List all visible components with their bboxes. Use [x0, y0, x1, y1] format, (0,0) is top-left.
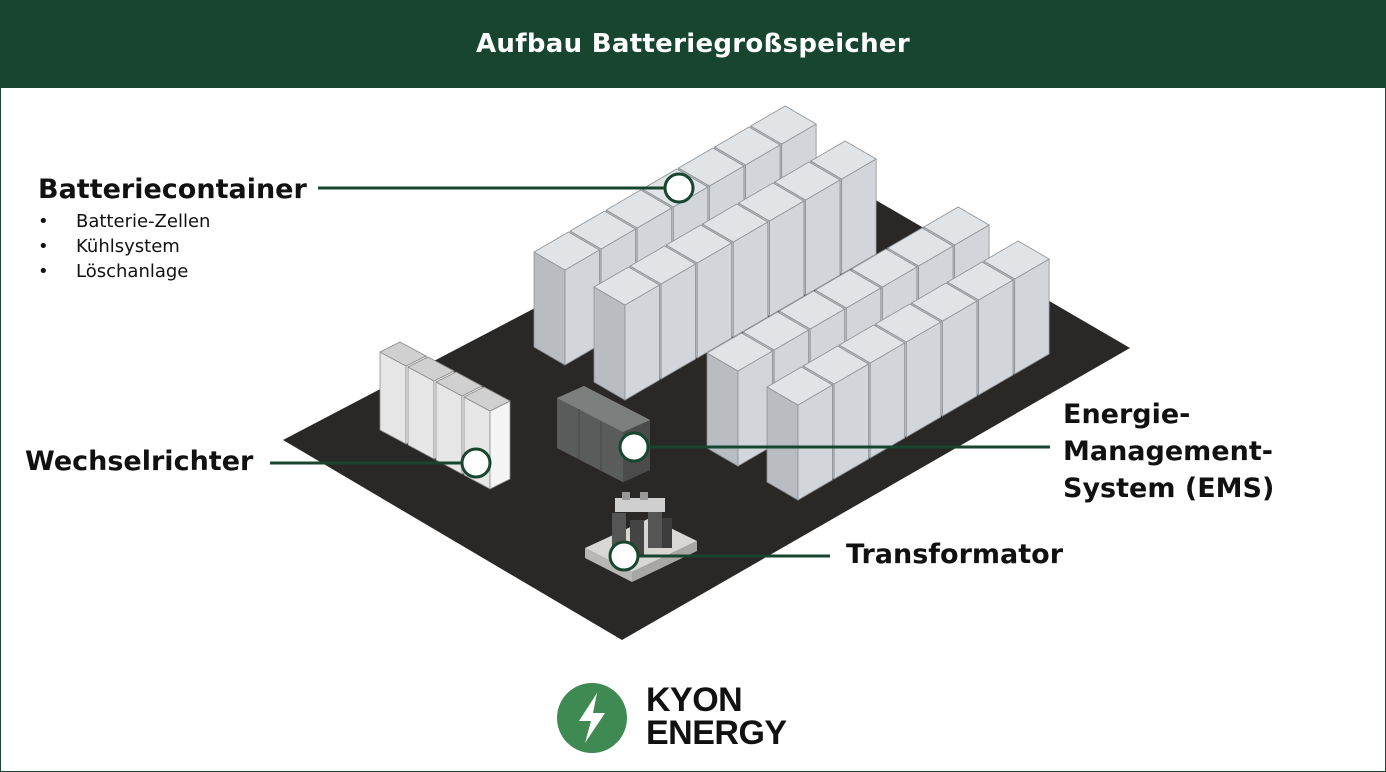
leader-lines	[270, 186, 1050, 558]
kyon-energy-logo	[557, 683, 627, 753]
ems-label-line-2: Management-	[1063, 436, 1273, 467]
bullet-cooling: Kühlsystem	[38, 234, 210, 259]
battery-container	[533, 231, 601, 366]
lightning-bolt-icon	[579, 693, 605, 743]
battery-container-row-2	[593, 140, 877, 401]
inverter-marker	[460, 447, 492, 479]
bullet-fire-suppression: Löschanlage	[38, 259, 210, 284]
battery-container	[706, 332, 774, 467]
page-title: Aufbau Batteriegroßspeicher	[476, 29, 910, 59]
battery-container	[766, 366, 834, 501]
battery-container-row-4	[766, 240, 1050, 501]
battery-container-label: Batteriecontainer	[38, 174, 307, 205]
ems-label-line-3: System (EMS)	[1063, 473, 1275, 504]
header-bar: Aufbau Batteriegroßspeicher	[0, 0, 1386, 88]
transformer-label: Transformator	[846, 539, 1064, 570]
bullet-cells: Batterie-Zellen	[38, 209, 210, 234]
ems-label-line-1: Energie-	[1063, 399, 1191, 430]
callout-markers	[460, 172, 695, 572]
battery-container	[593, 266, 661, 401]
logo-wordmark: KYON ENERGY	[646, 681, 787, 752]
ems-marker	[618, 431, 650, 463]
battery-feature-list: Batterie-Zellen Kühlsystem Löschanlage	[38, 209, 210, 284]
logo-line-2: ENERGY	[646, 714, 787, 752]
inverter-cabinets	[379, 341, 511, 490]
logo-line-1: KYON	[646, 681, 743, 719]
battery-marker	[663, 172, 695, 204]
battery-container	[802, 345, 870, 480]
inverter-label: Wechselrichter	[25, 446, 254, 477]
ems-label: Energie- Management- System (EMS)	[1063, 396, 1274, 507]
transformer-marker	[608, 540, 640, 572]
bess-illustration	[270, 105, 1130, 640]
